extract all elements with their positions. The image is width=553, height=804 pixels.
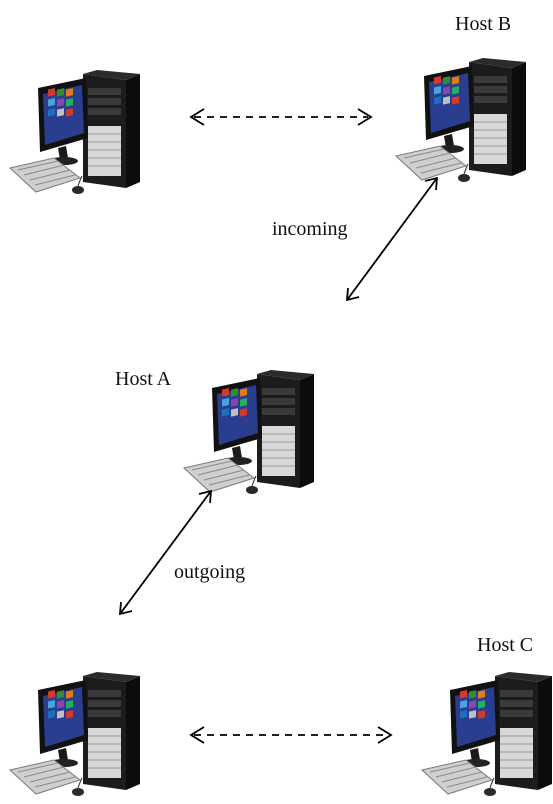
outgoing-arrow <box>118 489 213 616</box>
outgoing-label: outgoing <box>174 561 246 583</box>
host-a-computer-icon <box>183 369 315 495</box>
incoming-arrow <box>345 176 439 302</box>
dashed-link-top <box>189 108 373 126</box>
host-c-label: Host C <box>477 634 534 656</box>
incoming-label: incoming <box>272 218 348 240</box>
host-c-computer-icon <box>421 671 553 797</box>
bottom-left-computer-icon <box>9 671 141 797</box>
host-b-label: Host B <box>455 13 512 35</box>
host-b-computer-icon <box>395 57 527 183</box>
top-left-computer-icon <box>9 69 141 195</box>
host-a-label: Host A <box>115 368 172 390</box>
dashed-link-bottom <box>189 726 393 744</box>
